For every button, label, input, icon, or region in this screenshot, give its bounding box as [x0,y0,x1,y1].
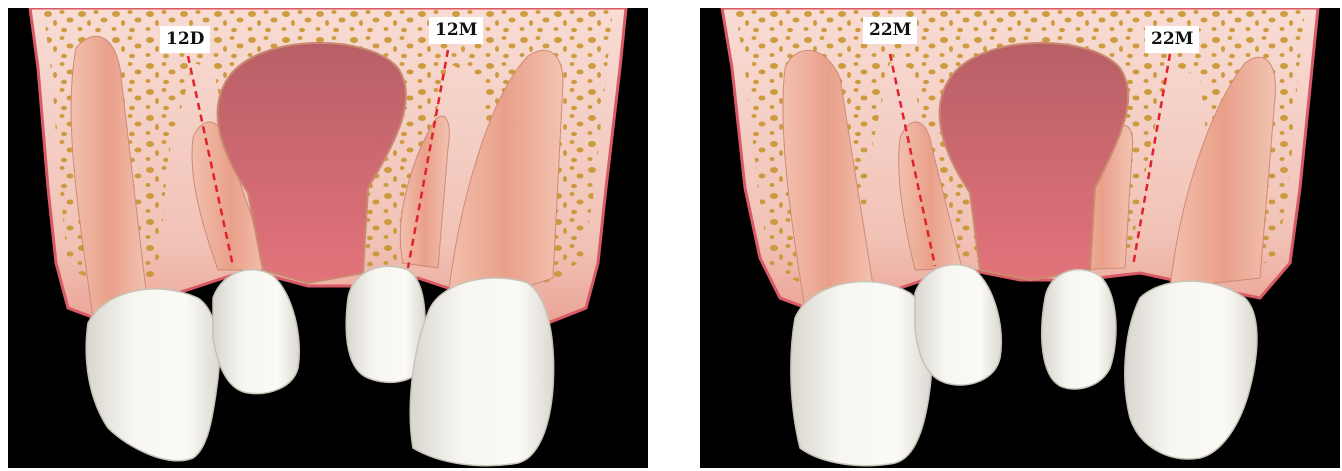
crown-12 [213,270,299,394]
crown-23 [1042,270,1116,389]
label-12M: 12M [429,17,483,44]
label-22M-left: 22M [863,17,917,44]
maxilla-illustration-left [8,8,648,468]
crown-14 [410,278,553,466]
label-12D: 12D [160,26,210,53]
crown-21 [791,281,932,465]
diagram-panel-left: 12D 12M [8,8,648,468]
maxilla-illustration-right [700,8,1340,468]
crown-13 [346,266,425,382]
diagram-panel-right: 22M 22M [700,8,1340,468]
crown-24 [1125,281,1257,459]
crown-22 [915,265,1001,385]
label-22M-right: 22M [1145,26,1199,53]
crown-11 [86,289,219,461]
